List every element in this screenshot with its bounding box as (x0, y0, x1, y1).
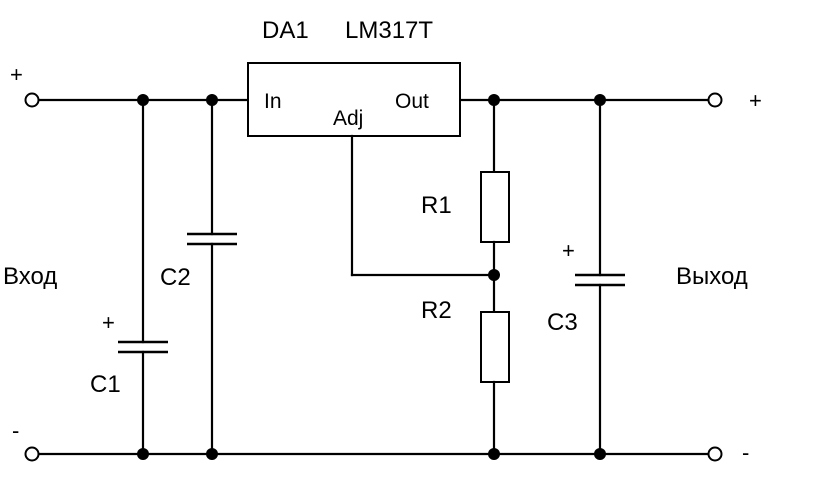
junction-dot (488, 94, 500, 106)
r1-body (480, 171, 510, 243)
output-label: Выход (676, 263, 748, 290)
junction-dot (137, 448, 149, 460)
regulator-part: LM317T (345, 17, 433, 44)
pin-adj-label: Adj (333, 107, 363, 130)
output-minus-terminal (707, 446, 723, 462)
c2-label: C2 (160, 264, 191, 291)
r2-body (480, 311, 510, 383)
c3-polarity-plus: + (562, 238, 575, 263)
input-plus-sign: + (10, 62, 23, 87)
r1-label: R1 (421, 192, 452, 219)
junction-dot (488, 448, 500, 460)
output-plus-sign: + (749, 88, 762, 113)
c1-polarity-plus: + (102, 310, 115, 335)
regulator-designator: DA1 (262, 17, 309, 44)
input-minus-sign: - (12, 418, 19, 443)
junction-dot (594, 94, 606, 106)
output-plus-terminal (707, 92, 723, 108)
junction-dot (206, 448, 218, 460)
input-label: Вход (3, 263, 57, 290)
junction-dot (594, 448, 606, 460)
c3-label: C3 (547, 309, 578, 336)
junction-dot (137, 94, 149, 106)
input-plus-terminal (24, 92, 40, 108)
r2-label: R2 (421, 297, 452, 324)
input-minus-terminal (24, 446, 40, 462)
junction-dot (488, 269, 500, 281)
junction-dot (206, 94, 218, 106)
pin-out-label: Out (395, 90, 429, 113)
c1-label: C1 (90, 371, 121, 398)
pin-in-label: In (264, 90, 282, 113)
regulator-body (247, 62, 461, 137)
output-minus-sign: - (742, 440, 749, 465)
